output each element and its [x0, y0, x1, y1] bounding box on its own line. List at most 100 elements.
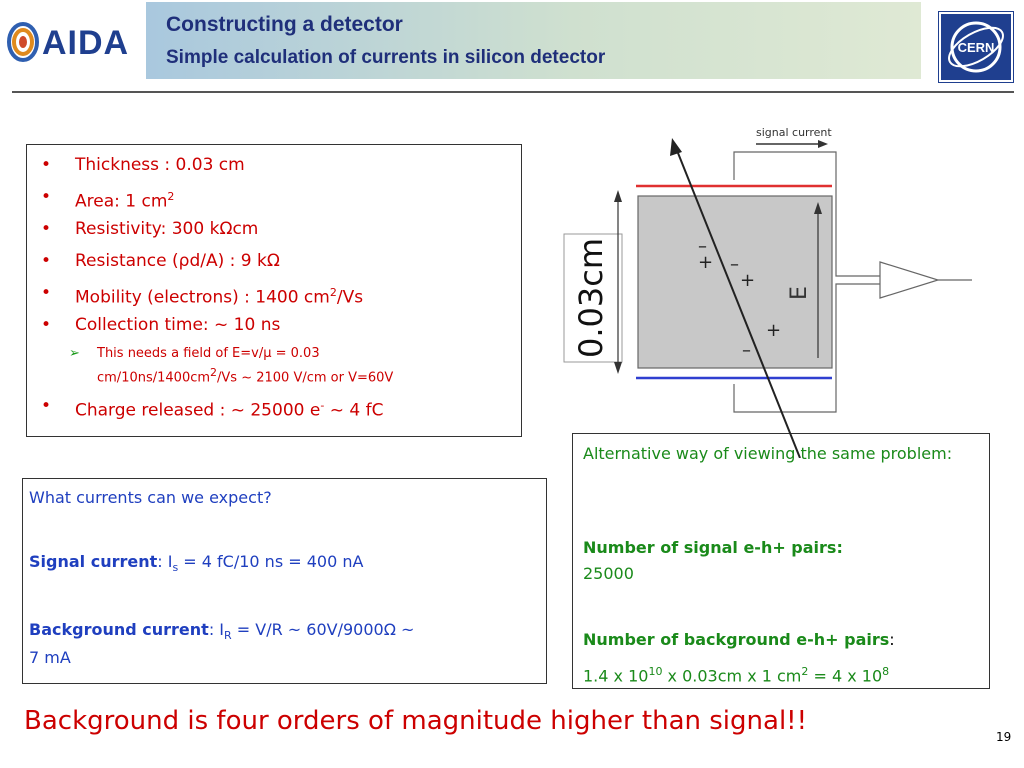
conclusion-text: Background is four orders of magnitude h… — [24, 706, 808, 736]
list-item-charge: • Charge released : ~ 25000 e- ~ 4 fC — [39, 394, 383, 423]
item-text: Thickness : 0.03 cm — [75, 155, 245, 175]
item-text: Mobility (electrons) : 1400 cm — [75, 287, 330, 308]
bullet: • — [41, 219, 52, 239]
circuit-wire-bottom — [733, 283, 880, 413]
field-label: E — [787, 286, 812, 300]
amplifier-icon — [879, 261, 941, 299]
field-note: ➢ This needs a field of E=v/μ = 0.03 cm/… — [69, 344, 497, 387]
item-sup: 2 — [329, 286, 337, 299]
parameters-list: •Thickness : 0.03 cm •Area: 1 cm2 •Resis… — [39, 153, 363, 345]
rho-symbol: ρ — [178, 251, 190, 271]
signal-current-line: Signal current: Is = 4 fC/10 ns = 400 nA — [29, 551, 363, 579]
item-text: ~ 4 fC — [324, 400, 384, 421]
background-current-line: Background current: IR = V/R ~ 60V/9000Ω… — [29, 619, 534, 669]
formula-sup: 8 — [882, 665, 890, 678]
arrowhead-icon — [818, 140, 828, 148]
minus-charge: – — [730, 254, 739, 275]
bg-text: : I — [208, 620, 225, 639]
arrowhead-icon — [614, 190, 622, 202]
item-text: cm — [232, 219, 259, 239]
alternative-box: Alternative way of viewing the same prob… — [572, 433, 990, 689]
note-sup: 2 — [210, 366, 218, 379]
note-text: /Vs ~ 2100 V/cm or V=60V — [217, 370, 394, 386]
mu-symbol: μ — [263, 346, 272, 361]
background-pairs-label: Number of background e-h+ pairs — [583, 630, 890, 649]
signal-text: : I — [157, 552, 173, 571]
plus-charge: + — [740, 270, 755, 291]
aida-wordmark: AIDA — [42, 24, 130, 62]
omega-symbol: Ω — [219, 219, 233, 239]
list-item-resistance: •Resistance (ρd/A) : 9 kΩ — [39, 249, 363, 281]
note-text: = 0.03 — [271, 346, 320, 361]
omega-symbol: Ω — [266, 251, 280, 271]
plus-charge: + — [766, 320, 781, 341]
background-current-label: Background current — [29, 620, 209, 639]
item-text: /Vs — [336, 287, 364, 308]
slide-title: Constructing a detector — [166, 13, 403, 36]
list-item-area: • Area: 1 cm2 — [39, 185, 363, 217]
header-divider — [12, 91, 1014, 93]
background-pairs-line: Number of background e-h+ pairs: — [583, 628, 983, 652]
signal-pairs-value: 25000 — [583, 564, 634, 583]
item-text: d/A) : 9 k — [189, 251, 267, 271]
omega-symbol: Ω — [383, 620, 396, 639]
thickness-label: 0.03cm — [572, 238, 610, 358]
list-item-resistivity: • Resistivity: 300 kΩcm — [39, 217, 363, 249]
bg-text: = V/R ~ 60V/9000 — [231, 620, 384, 639]
title-band: Constructing a detector Simple calculati… — [146, 2, 921, 79]
note-text: cm/10ns/1400cm — [97, 370, 211, 386]
formula-sup: 10 — [648, 665, 663, 678]
cern-wordmark: CERN — [958, 40, 995, 55]
signal-text: = 4 fC/10 ns = 400 nA — [178, 552, 364, 571]
alternative-intro: Alternative way of viewing the same prob… — [583, 444, 953, 463]
minus-charge: – — [698, 236, 707, 257]
currents-question: What currents can we expect? — [29, 488, 272, 507]
cern-emblem-icon: CERN — [939, 12, 1013, 82]
aida-emblem-icon — [7, 22, 39, 62]
item-text: Collection time: ~ 10 ns — [75, 315, 281, 335]
signal-current-label: Signal current — [29, 552, 158, 571]
background-pairs-formula: 1.4 x 1010 x 0.03cm x 1 cm2 = 4 x 108 — [583, 660, 983, 688]
plus-charge: + — [698, 252, 713, 273]
bullet: • — [41, 283, 52, 303]
signal-sub: s — [172, 561, 179, 575]
formula-text: 1.4 x 10 — [583, 666, 649, 686]
formula-sup: 2 — [801, 665, 809, 678]
colon: : — [889, 630, 895, 649]
detector-diagram: signal current E 0.03cm – + – + + – — [563, 126, 972, 458]
item-text: Resistance ( — [75, 251, 179, 271]
slide-subtitle: Simple calculation of currents in silico… — [166, 47, 606, 68]
list-item-mobility: • Mobility (electrons) : 1400 cm2/Vs — [39, 281, 363, 313]
bg-sub: R — [224, 629, 232, 643]
minus-charge: – — [742, 340, 751, 361]
silicon-slab — [637, 195, 833, 369]
bg-text: 7 mA — [29, 648, 71, 668]
currents-box: What currents can we expect? Signal curr… — [22, 478, 547, 684]
bg-text: ~ — [395, 620, 415, 639]
aida-logo: AIDA — [6, 18, 128, 64]
item-text: Resistivity: 300 k — [75, 219, 220, 239]
bullet: • — [41, 396, 52, 416]
item-text: Charge released : ~ 25000 e — [75, 400, 321, 421]
signal-pairs-label: Number of signal e-h+ pairs: — [583, 538, 843, 557]
item-text: Area: 1 cm — [75, 191, 168, 212]
bullet: • — [41, 315, 52, 335]
list-item-collection-time: • Collection time: ~ 10 ns — [39, 313, 363, 345]
arrowhead-icon — [614, 362, 622, 374]
particle-track — [675, 147, 801, 458]
cern-logo: CERN — [938, 11, 1014, 83]
formula-text: = 4 x 10 — [808, 666, 883, 686]
arrowhead-icon — [814, 202, 822, 214]
thickness-label-box — [563, 233, 623, 363]
formula-text: x 0.03cm x 1 cm — [662, 666, 802, 686]
note-text: This needs a field of E=v/ — [97, 346, 264, 361]
item-sup: 2 — [167, 190, 175, 203]
parameters-box: •Thickness : 0.03 cm •Area: 1 cm2 •Resis… — [26, 144, 522, 437]
bullet: • — [41, 187, 52, 207]
page-number: 19 — [996, 730, 1012, 744]
item-sup: - — [320, 399, 325, 412]
bullet: • — [41, 155, 52, 175]
circuit-wire-top — [733, 151, 880, 277]
arrowhead-icon — [670, 138, 682, 156]
arrow-bullet-icon: ➢ — [69, 346, 80, 361]
